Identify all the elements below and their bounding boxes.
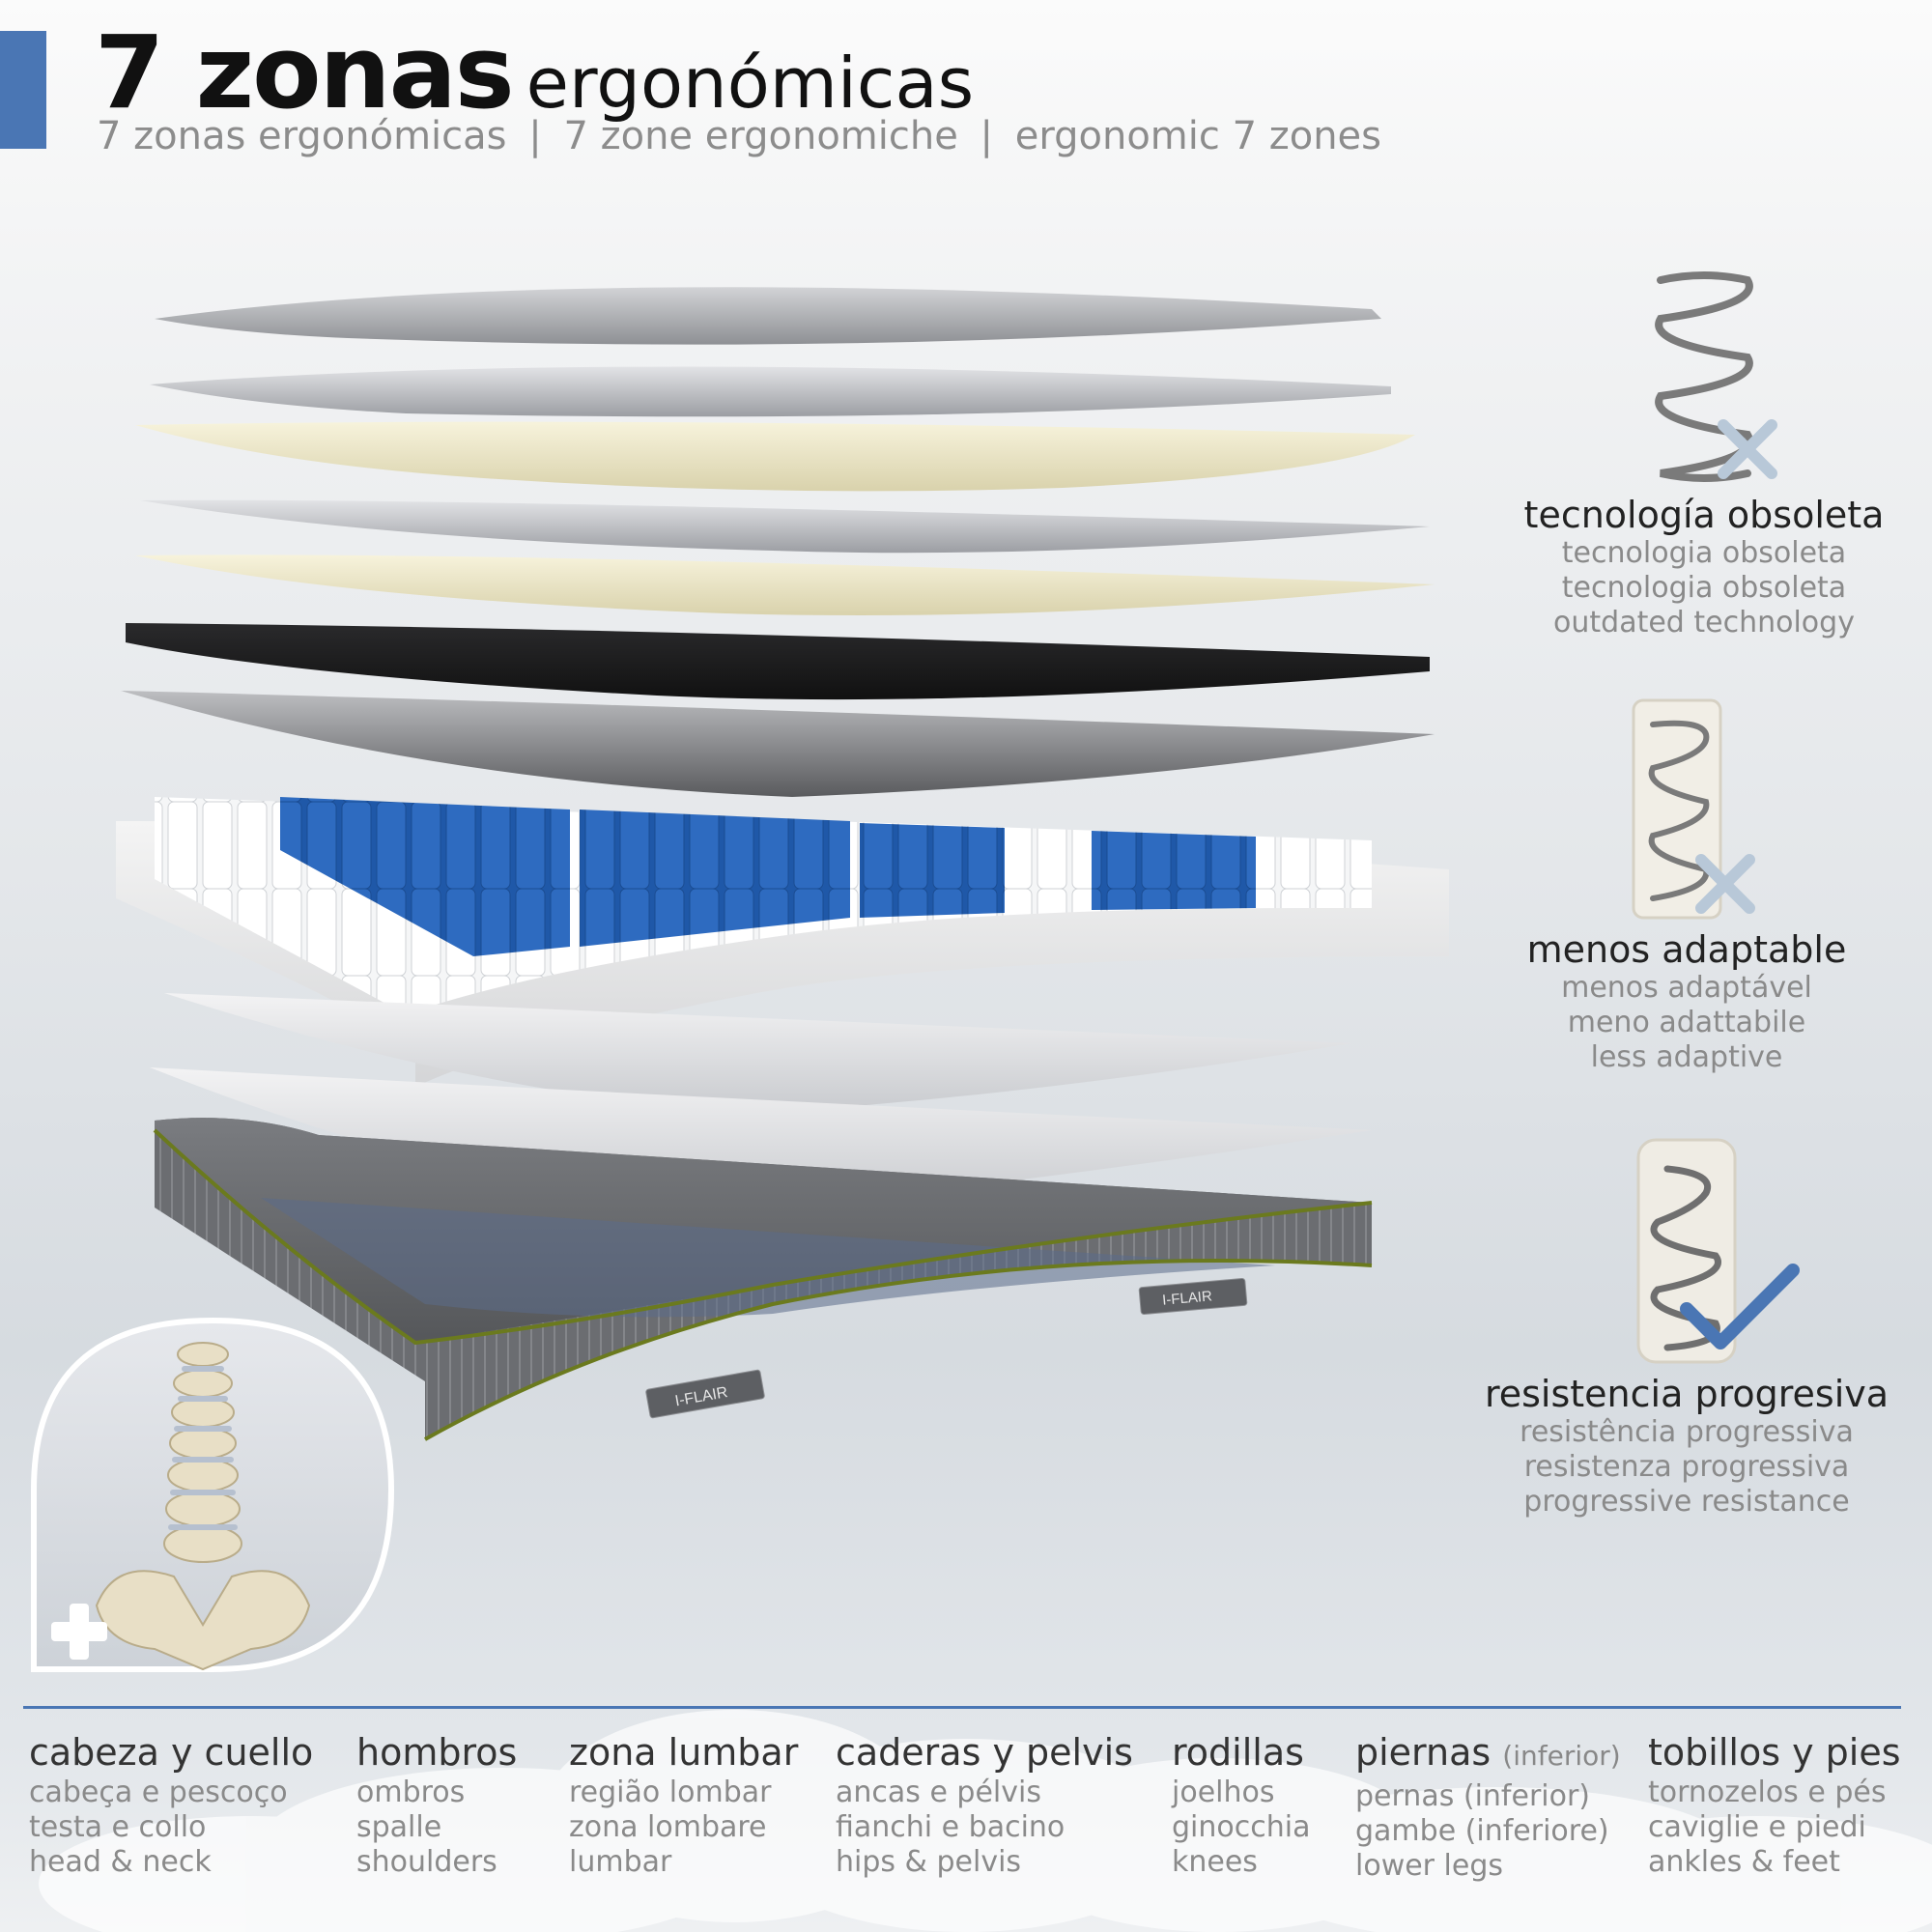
feature-translation: menos adaptável [1561,971,1812,1005]
zone-translation: lower legs [1355,1849,1504,1883]
zone-translation: testa e collo [29,1810,207,1844]
zones-divider [23,1706,1901,1709]
title-bold: 7 zonas [95,14,515,131]
feature-translation: progressive resistance [1523,1485,1850,1519]
zone-title: piernas (inferior) [1355,1729,1621,1779]
spine-health-badge [31,1317,395,1672]
feature-less-adaptive: menos adaptable menos adaptável meno ada… [1464,696,1909,1075]
zone-translation: knees [1172,1845,1258,1879]
zone-translation: caviglie e piedi [1648,1810,1866,1844]
zone-translation: zona lombare [569,1810,767,1844]
zone-translation: ginocchia [1172,1810,1311,1844]
zone-translation: head & neck [29,1845,212,1879]
mattress-layers-illustration: I-FLAIR I-FLAIR [116,287,1449,1441]
progressive-pocket-spring-icon [1636,1138,1800,1364]
check-mark-icon [1680,1264,1800,1350]
spine-icon [95,1342,311,1671]
medical-cross-icon [51,1604,107,1660]
subtitle-it: 7 zone ergonomiche [563,114,958,158]
zone-translation: hips & pelvis [836,1845,1022,1879]
feature-translation: tecnologia obsoleta [1561,536,1847,570]
layer-bottom-felt-1 [164,993,1352,1111]
zone-ankles-feet: tobillos y pies tornozelos e pés cavigli… [1648,1729,1901,1880]
feature-progressive-resistance: resistencia progresiva resistência progr… [1464,1135,1909,1520]
zone-shoulders: hombros ombros spalle shoulders [356,1729,517,1880]
zone-translation: lumbar [569,1845,672,1879]
zone-translation: joelhos [1172,1776,1275,1809]
zone-head-neck: cabeza y cuello cabeça e pescoço testa e… [29,1729,313,1880]
zone-translation: cabeça e pescoço [29,1776,288,1809]
zone-lumbar: zona lumbar região lombar zona lombare l… [569,1729,798,1880]
zone-translation: ankles & feet [1648,1845,1840,1879]
zone-title: rodillas [1172,1731,1304,1774]
layer-bottom-felt-2 [150,1067,1372,1208]
layer-memory-foam [135,421,1415,492]
layer-gray-felt [121,691,1435,797]
feature-title: resistencia progresiva [1484,1373,1889,1415]
layer-black-foam [126,623,1430,700]
feature-translation: less adaptive [1590,1040,1783,1074]
zone-title: caderas y pelvis [836,1731,1133,1774]
zone-translation: spalle [356,1810,442,1844]
subtitle-es: 7 zonas ergonómicas [97,114,507,158]
feature-translation: resistência progressiva [1520,1415,1854,1449]
zone-knees: rodillas joelhos ginocchia knees [1172,1729,1310,1880]
subtitle-en: ergonomic 7 zones [1014,114,1382,158]
subtitle-separator: | [980,114,994,158]
feature-translation: meno adattabile [1567,1006,1806,1039]
zone-translation: fianchi e bacino [836,1810,1065,1844]
feature-title: menos adaptable [1526,928,1847,971]
zone-translation: ombros [356,1776,466,1809]
zone-translation: tornozelos e pés [1648,1776,1887,1809]
feature-outdated-technology: tecnología obsoleta tecnologia obsoleta … [1482,266,1926,640]
zone-translation: pernas (inferior) [1355,1779,1591,1813]
open-coil-spring-icon [1655,271,1777,482]
title-light: ergonómicas [526,43,975,124]
subtitle-separator: | [528,114,542,158]
accent-bar [0,31,46,149]
x-mark-icon [1718,419,1777,479]
feature-translation: tecnologia obsoleta [1561,571,1847,605]
feature-translation: outdated technology [1553,606,1855,639]
pocket-spring-icon [1632,698,1755,920]
zone-translation: região lombar [569,1776,772,1809]
zone-title: zona lumbar [569,1731,799,1774]
mattress-base: I-FLAIR I-FLAIR [153,1118,1373,1441]
zone-title-text: piernas [1355,1731,1492,1774]
feature-title: tecnología obsoleta [1523,494,1885,536]
zone-title: tobillos y pies [1648,1731,1901,1774]
zone-translation: gambe (inferiore) [1355,1814,1609,1848]
zone-title: hombros [356,1731,518,1774]
feature-translation: resistenza progressiva [1523,1450,1850,1484]
zone-translation: ancas e pélvis [836,1776,1041,1809]
layer-gray-foam [140,499,1430,554]
zone-title: cabeza y cuello [29,1731,314,1774]
zone-hips-pelvis: caderas y pelvis ancas e pélvis fianchi … [836,1729,1133,1880]
layer-top-cover [155,287,1381,345]
zones-legend: cabeza y cuello cabeça e pescoço testa e… [0,1729,1932,1922]
zone-title-extra: (inferior) [1502,1740,1621,1772]
layer-latex [135,554,1435,615]
zone-translation: shoulders [356,1845,497,1879]
x-mark-icon [1695,854,1755,914]
layer-fabric [150,366,1391,417]
brand-label: I-FLAIR [1162,1288,1213,1308]
zone-lower-legs: piernas (inferior) pernas (inferior) gam… [1355,1729,1621,1884]
page-subtitle: 7 zonas ergonómicas | 7 zone ergonomiche… [97,114,1381,158]
